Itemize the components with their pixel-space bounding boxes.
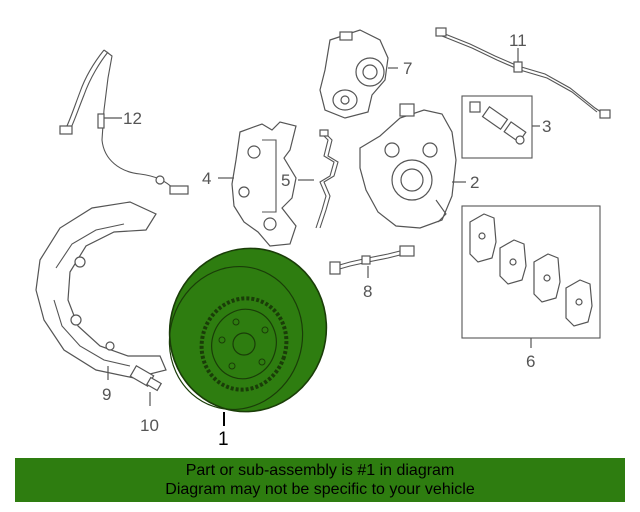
rotor-lug-hole xyxy=(218,336,226,344)
part-11-brake-line[interactable] xyxy=(435,27,611,119)
part-4-caliper-bracket[interactable] xyxy=(231,121,297,247)
callout-4: 4 xyxy=(202,169,211,188)
part-6-brake-pad-set[interactable] xyxy=(461,205,601,339)
callout-2: 2 xyxy=(470,173,479,192)
callout-8: 8 xyxy=(363,282,372,301)
callout-5: 5 xyxy=(281,171,290,190)
part-9-splash-shield[interactable] xyxy=(35,201,167,379)
part-3-guide-pin-kit[interactable] xyxy=(461,95,533,159)
banner-line-1: Part or sub-assembly is #1 in diagram xyxy=(185,462,455,479)
rotor-lug-hole xyxy=(228,362,236,370)
part-10-bolt[interactable] xyxy=(129,364,163,392)
rotor-lug-hole xyxy=(258,358,266,366)
callout-11: 11 xyxy=(509,31,527,50)
part-5-anti-rattle-clip[interactable] xyxy=(315,129,339,229)
exploded-parts-diagram: 12 7 11 3 xyxy=(35,27,611,450)
callout-3: 3 xyxy=(542,117,551,136)
rotor-center-bore xyxy=(232,332,256,356)
rotor-face-ring xyxy=(168,265,304,411)
callout-9: 9 xyxy=(102,385,111,404)
rotor-lug-hole xyxy=(232,318,240,326)
part-1-brake-rotor[interactable] xyxy=(148,228,347,432)
callout-10: 10 xyxy=(140,416,159,435)
part-7-actuator[interactable] xyxy=(319,29,389,119)
callout-7: 7 xyxy=(403,59,412,78)
part-8-pad-wear-sensor[interactable] xyxy=(329,245,415,275)
callout-6: 6 xyxy=(526,352,535,371)
part-12-speed-sensor-cable[interactable] xyxy=(59,49,189,195)
callout-1: 1 xyxy=(218,429,229,450)
rotor-lug-hole xyxy=(261,326,269,334)
part-2-brake-caliper[interactable] xyxy=(359,103,457,229)
banner-line-2: Diagram may not be specific to your vehi… xyxy=(165,481,475,498)
callout-12: 12 xyxy=(123,109,142,128)
highlight-note-banner: Part or sub-assembly is #1 in diagram Di… xyxy=(15,458,625,502)
